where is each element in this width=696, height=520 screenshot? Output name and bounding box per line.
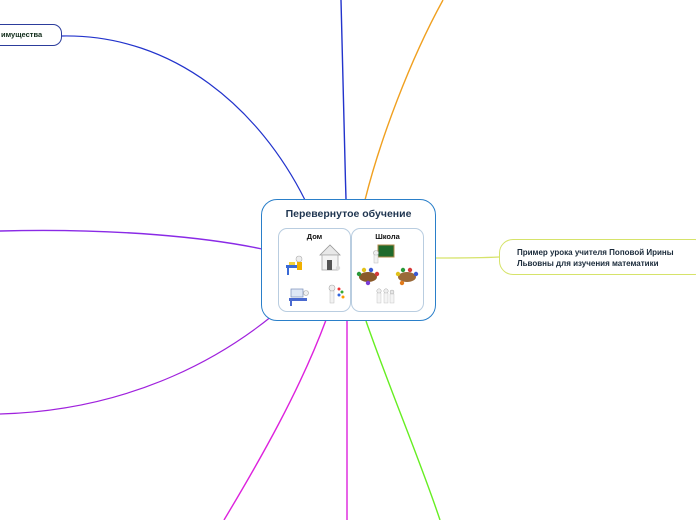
connector-right: [435, 256, 500, 259]
school-panel[interactable]: Школа: [351, 228, 424, 312]
home-panel[interactable]: Дом: [278, 228, 351, 312]
group-discussion-icon: [395, 267, 419, 286]
school-panel-label: Школа: [375, 232, 400, 241]
topic-advantages[interactable]: имущества: [0, 24, 62, 46]
people-group-icon: [376, 288, 395, 304]
connector-top-orange: [364, 0, 444, 201]
central-topic-node[interactable]: Перевернутое обучение Дом: [261, 199, 436, 321]
group-table-icon: [356, 267, 380, 286]
topic-lesson-example-label: Пример урока учителя Поповой Ирины Львов…: [517, 248, 674, 268]
central-topic-title: Перевернутое обучение: [285, 208, 412, 220]
topic-lesson-example[interactable]: Пример урока учителя Поповой Ирины Львов…: [499, 239, 696, 275]
connector-lowerleft-purple: [0, 315, 273, 415]
topic-advantages-label: имущества: [1, 30, 43, 39]
student-at-desk-icon: [286, 255, 303, 275]
blackboard-icon: [373, 244, 395, 264]
connector-bottom-green: [365, 320, 441, 520]
computer-user-icon: [289, 288, 309, 306]
figure-with-ideas-icon: [328, 284, 345, 304]
connector-left-purple: [0, 229, 263, 250]
connector-bottom-magenta-left: [223, 319, 327, 520]
house-icon: [319, 244, 341, 271]
connector-topleft: [61, 35, 306, 201]
home-panel-label: Дом: [306, 232, 323, 241]
connector-top-blue: [340, 0, 347, 200]
